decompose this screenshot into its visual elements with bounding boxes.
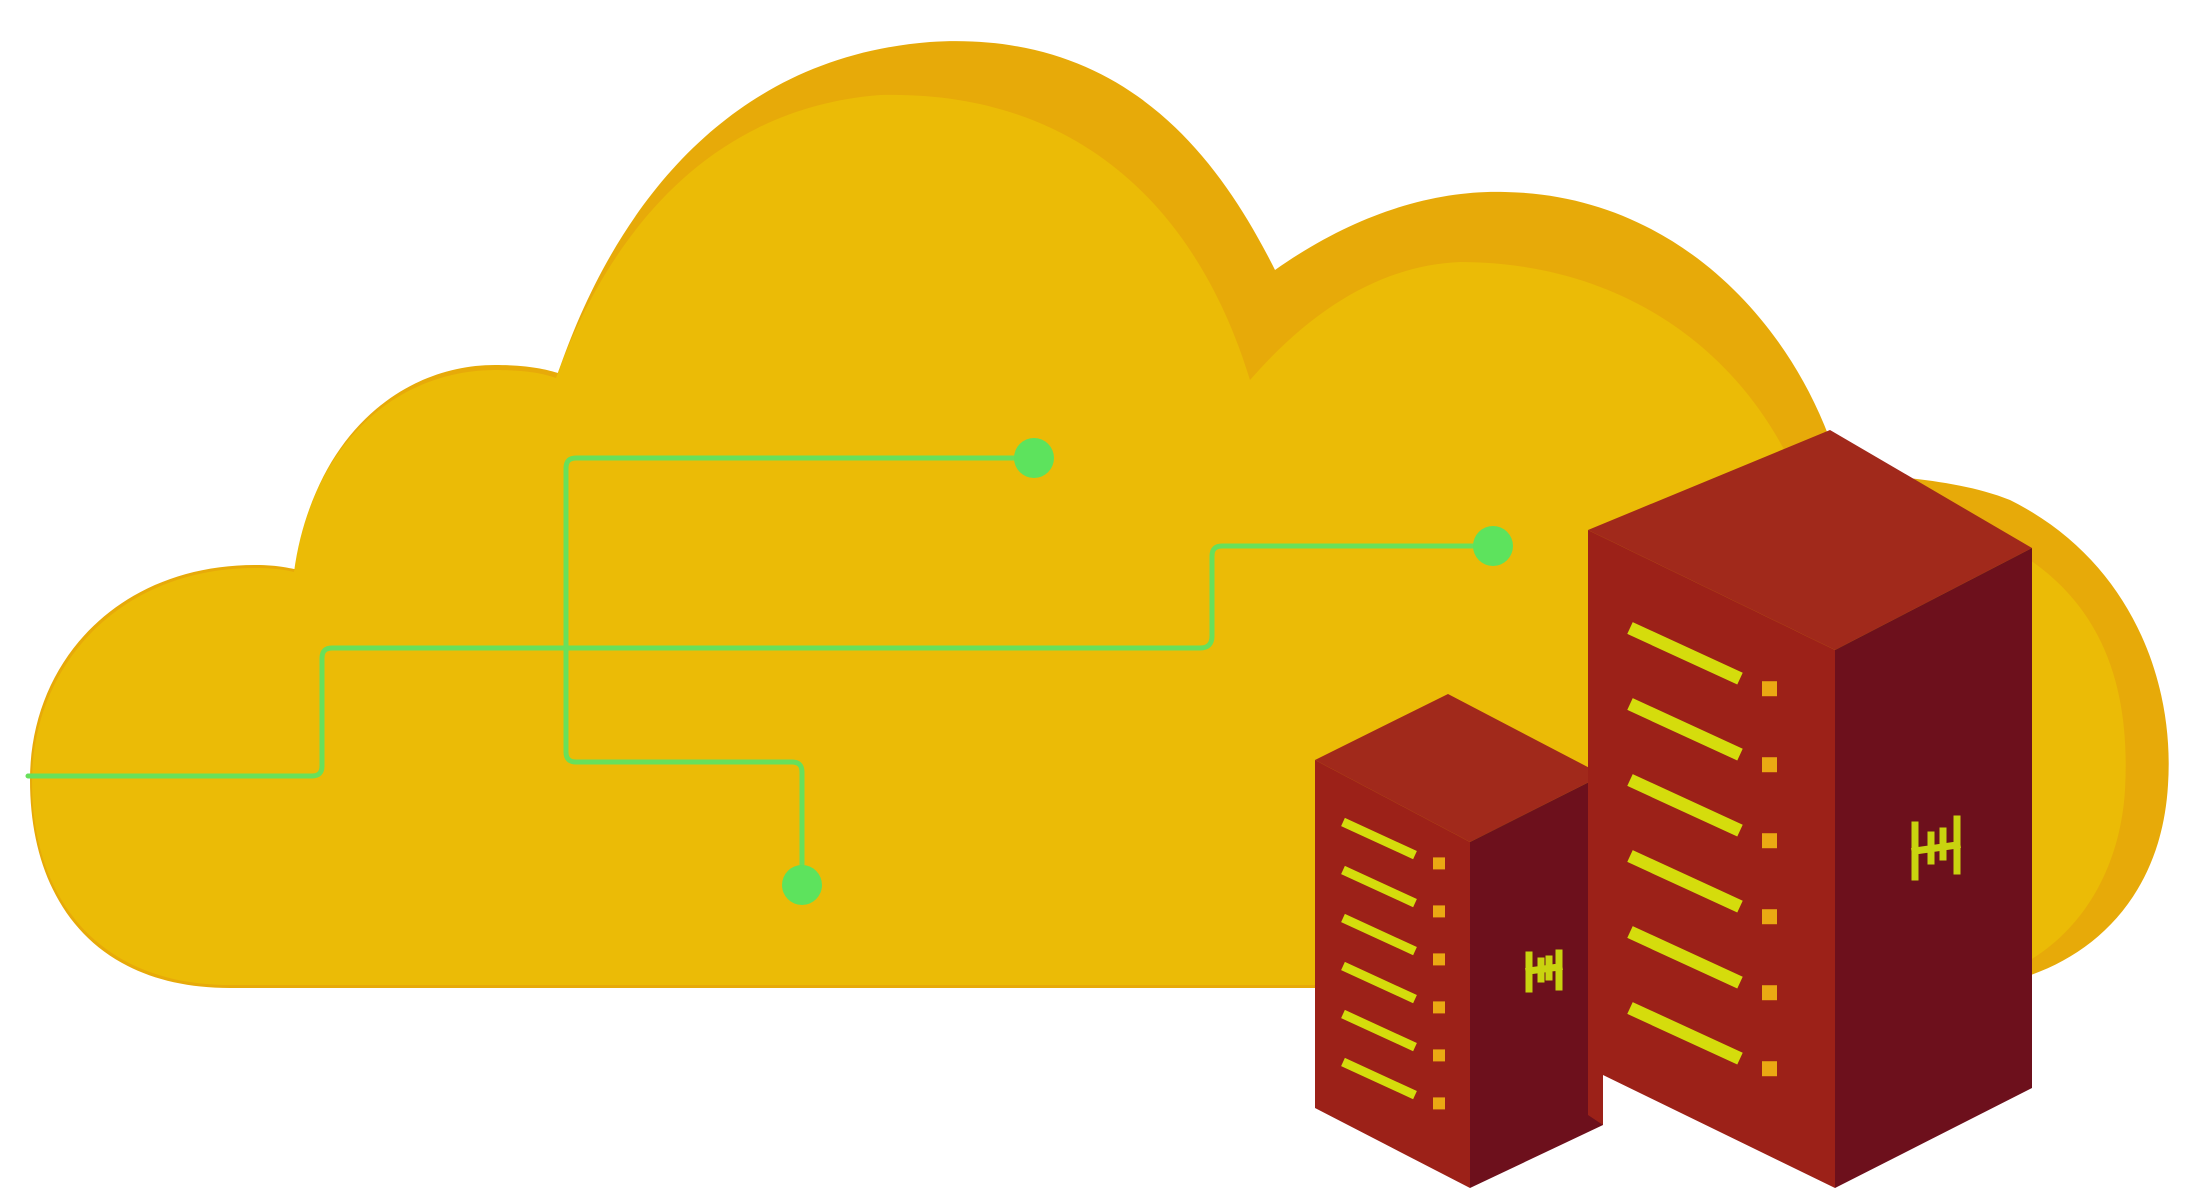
server-led (1762, 681, 1777, 697)
server-small-side (1470, 775, 1603, 1188)
server-led (1762, 833, 1777, 849)
server-led (1433, 953, 1445, 966)
server-slot (1627, 622, 1743, 685)
circuit-nodes (782, 438, 1513, 905)
server-slot (1341, 913, 1417, 956)
circuit-node-bottom (782, 865, 822, 905)
server-large-slots (1627, 622, 1777, 1077)
server-led (1762, 909, 1777, 925)
server-slot (1341, 865, 1417, 908)
server-led (1762, 757, 1777, 773)
server-small-top (1315, 694, 1603, 842)
server-slot (1627, 850, 1743, 913)
server-tower-small (1315, 694, 1603, 1188)
circuit-node-right (1473, 526, 1513, 566)
server-slot (1341, 961, 1417, 1004)
server-slot (1627, 1002, 1743, 1065)
server-led (1762, 985, 1777, 1001)
server-slot (1627, 926, 1743, 989)
server-slot (1627, 774, 1743, 837)
server-slot (1341, 1009, 1417, 1052)
server-large-side (1835, 548, 2032, 1188)
server-slot (1341, 1057, 1417, 1100)
server-small-front (1315, 760, 1470, 1188)
server-led (1433, 1001, 1445, 1014)
circuit-node-top (1014, 438, 1054, 478)
circuit-trace-upper (563, 455, 1037, 888)
server-led (1433, 857, 1445, 870)
server-led (1433, 905, 1445, 918)
server-slot (1341, 817, 1417, 860)
server-led (1433, 1097, 1445, 1110)
server-slot (1627, 698, 1743, 761)
server-small-logo-icon (1525, 949, 1563, 993)
server-large-logo-icon (1911, 815, 1961, 881)
circuit-trace-main (25, 543, 1496, 779)
server-small-slots (1341, 817, 1445, 1110)
server-led (1433, 1049, 1445, 1062)
server-tower-large (1588, 430, 2032, 1188)
circuit-lines (25, 455, 1496, 888)
server-led (1762, 1061, 1777, 1077)
server-large-top (1588, 430, 2032, 650)
